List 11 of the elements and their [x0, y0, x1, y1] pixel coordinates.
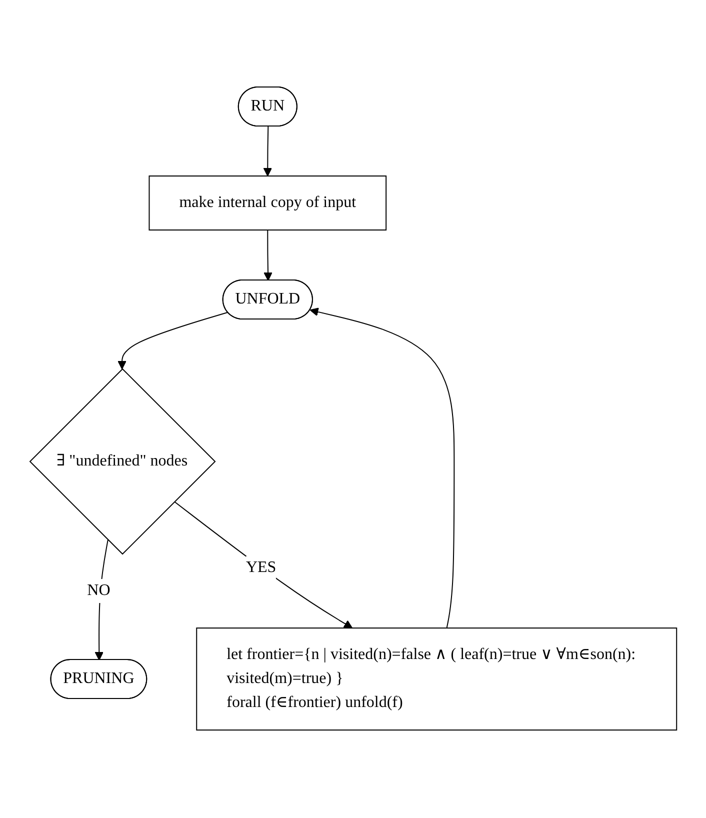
arrow — [174, 502, 352, 629]
edge-label: YES — [246, 560, 276, 577]
arrow — [309, 308, 454, 630]
arrow — [262, 126, 272, 177]
node-box: make internal copy of input — [148, 176, 386, 231]
arrow — [263, 230, 272, 282]
edge-label: NO — [86, 582, 110, 600]
arrow — [117, 312, 228, 370]
arrow — [94, 540, 108, 661]
node-diamond: ∃ "undefined" nodes — [28, 368, 216, 556]
node-box: let frontier={n | visited(n)=false ∧ ( leaf(n)=true ∨ ∀m∈son(n): visited(m)=true) } forall (f∈frontier) unfold(f) — [196, 628, 677, 732]
